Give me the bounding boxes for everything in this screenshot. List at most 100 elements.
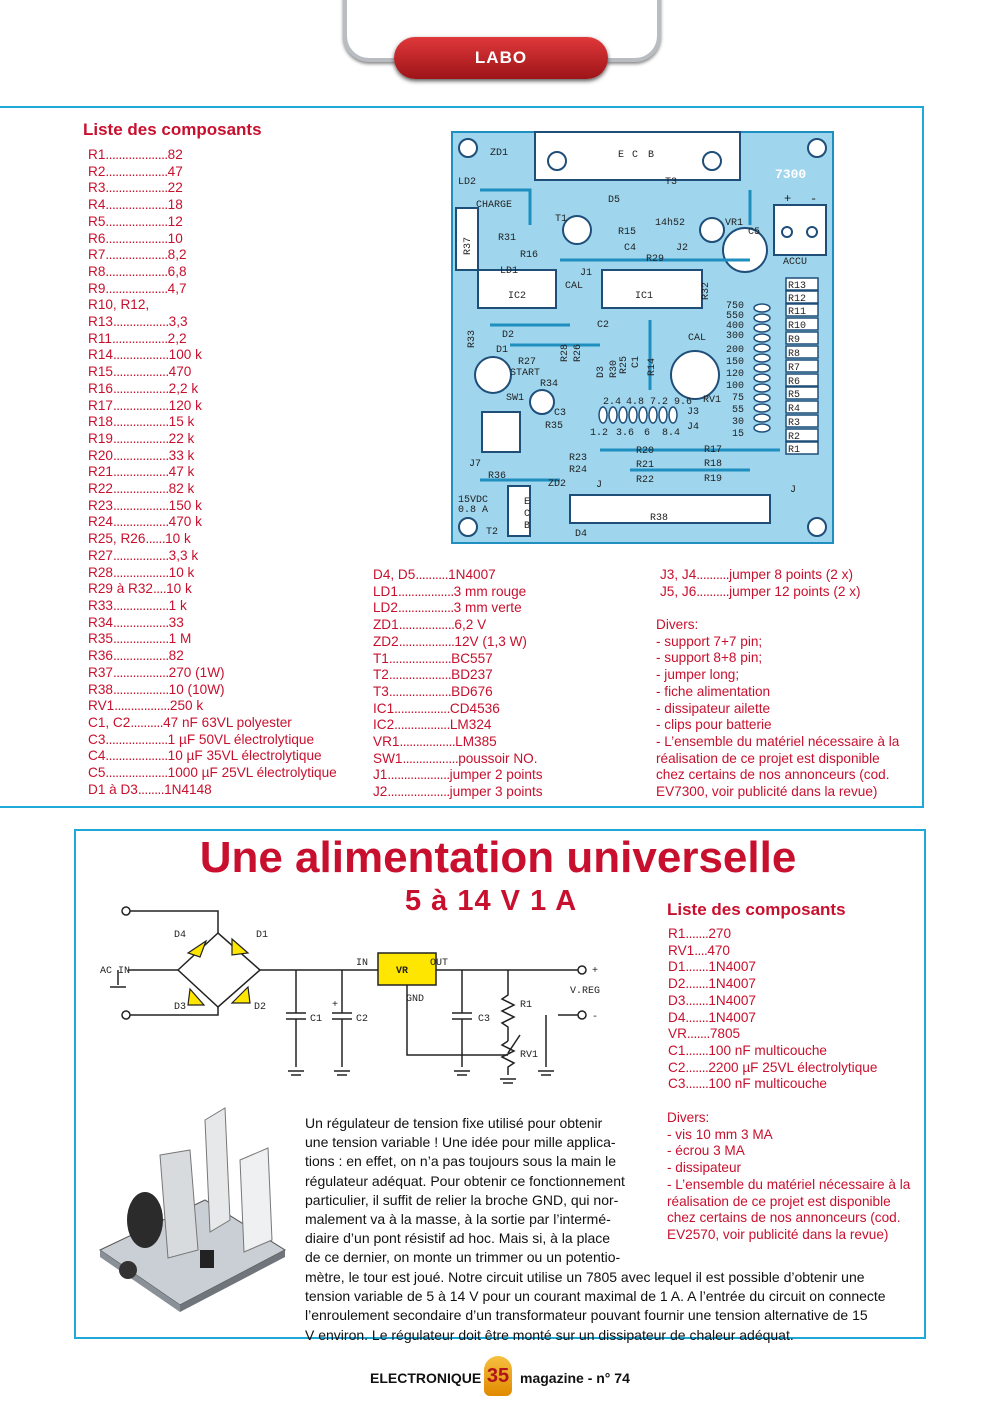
t2-outline [507,485,531,537]
parts-list-row: RV1....470 [668,943,918,960]
part-value: 470 [707,942,730,958]
schem-label: + [332,1000,338,1011]
pcb-label: LD2 [458,177,476,188]
parts-list-row: VR.......7805 [668,1026,918,1043]
part-reference: R7 [88,247,106,263]
rv1-body [670,350,720,400]
ground-symbols [288,1070,554,1084]
pcb-label: IC2 [508,291,526,302]
pcb-label: R21 [636,460,654,471]
part-reference: C2 [668,1059,686,1075]
part-value: 250 k [169,698,204,714]
current-label: 120 [726,369,744,380]
body-line: de ce dernier, on monte un trimmer ou un… [305,1249,621,1266]
parts-list-row: C4...................10 µF 35VL électrol… [88,748,348,765]
parts-list-row: R38.................10 (10W) [88,682,348,699]
current-label: 55 [732,405,744,416]
pcb-label: R16 [520,250,538,261]
mount-hole [807,517,827,537]
parts-list-row: R20.................33 k [88,448,348,465]
parts-list-row: R35.................1 M [88,631,348,648]
leader-dots: ....... [685,926,709,941]
part-value: 33 [168,614,184,630]
leader-dots: ................. [397,600,454,616]
leader-dots: ................... [387,784,450,800]
r37-body [455,207,479,271]
current-label: 75 [732,393,744,404]
part-value: 1N4007 [448,567,496,582]
current-label: 200 [726,345,744,356]
part-reference: R2 [88,163,106,179]
leader-dots: ................. [394,700,450,716]
divers-line: - support 8+8 pin; [656,650,763,666]
pcb-label: R32 [701,282,712,300]
part-value: 1N4007 [708,976,756,992]
pcb-label: D3 [596,366,607,378]
divers-line: - L’ensemble du matériel nécessaire à la [667,1176,911,1192]
parts-list-row: R17.................120 k [88,398,348,415]
divers-line: chez certains de nos annonceurs (cod. [667,1210,901,1226]
part-reference: R18 [88,414,113,430]
parts-list-row: R11.................2,2 [88,331,348,348]
parts-list-row: R28.................10 k [88,565,348,582]
current-label: 100 [726,381,744,392]
part-reference: D1 à D3 [88,781,138,797]
leader-dots: ................. [402,750,459,766]
leader-dots: ................. [112,430,169,446]
current-label: 150 [726,357,744,368]
schem-label: RV1 [520,1050,538,1061]
pcb-label: R28 [560,344,571,362]
pcb-label: R12 [788,294,806,305]
schem-label: - [592,1012,598,1023]
parts-list-row: R16.................2,2 k [88,381,348,398]
parts-list-row: VR1.................LM385 [373,734,623,751]
resistor-ladder [785,277,819,455]
part-reference: C1 [668,1042,686,1058]
pcb-label: C [632,150,638,161]
part-value: 4,7 [167,280,187,296]
t3-hole [547,151,567,171]
parts-list-row: J1...................jumper 2 points [373,767,623,784]
part-reference: R1 [88,147,106,162]
part-reference: R16 [88,380,113,396]
j7-connector [481,411,521,453]
pcb-label: C2 [597,320,609,331]
part-reference: R9 [88,280,106,296]
part-reference: R27 [88,547,113,563]
leader-dots: ....... [685,1059,709,1075]
part-value: 3,3 [168,314,188,330]
part-value: 10 (10W) [168,681,225,697]
voltage-label: 8.4 [662,428,680,439]
part-reference: T2 [373,667,389,683]
body-line: mètre, le tour est joué. Notre circuit u… [305,1269,865,1285]
part-value: 1N4148 [164,781,212,797]
parts-list-row: C2.......2200 µF 25VL électrolytique [668,1060,918,1077]
schem-label: + [592,966,598,977]
part-value: 6,8 [167,263,187,279]
parts-list-column-3: J3, J4..........jumper 8 points (2 x)J5,… [660,567,910,600]
part-reference: R34 [88,614,113,630]
part-value: 47 [167,163,183,179]
list2-title: Liste des composants [667,900,846,919]
part-value: 82 [167,147,183,162]
pcb-label: CHARGE [476,200,512,211]
pcb-label: R18 [704,459,722,470]
current-label: 400 [726,321,744,332]
leader-dots: ....... [685,976,709,992]
parts-list-row: R2...................47 [88,164,348,181]
part-reference: ZD1 [373,617,399,633]
voltage-label: 6 [644,428,650,439]
part-reference: R19 [88,430,113,446]
parts-list-row: ZD1.................6,2 V [373,617,623,634]
part-value: 1000 µF 25VL électrolytique [167,765,337,781]
schem-label: AC IN [100,966,130,977]
pcb-label: R5 [788,390,800,401]
schem-label: D1 [256,930,268,941]
pcb-label: R8 [788,349,800,360]
part-reference: R24 [88,514,113,530]
pcb-label: C [524,509,530,520]
pcb-label: R4 [788,404,800,415]
divers-line: - jumper long; [656,667,740,683]
leader-dots: ....... [685,1042,709,1058]
divers-line: Divers: [667,1110,710,1125]
